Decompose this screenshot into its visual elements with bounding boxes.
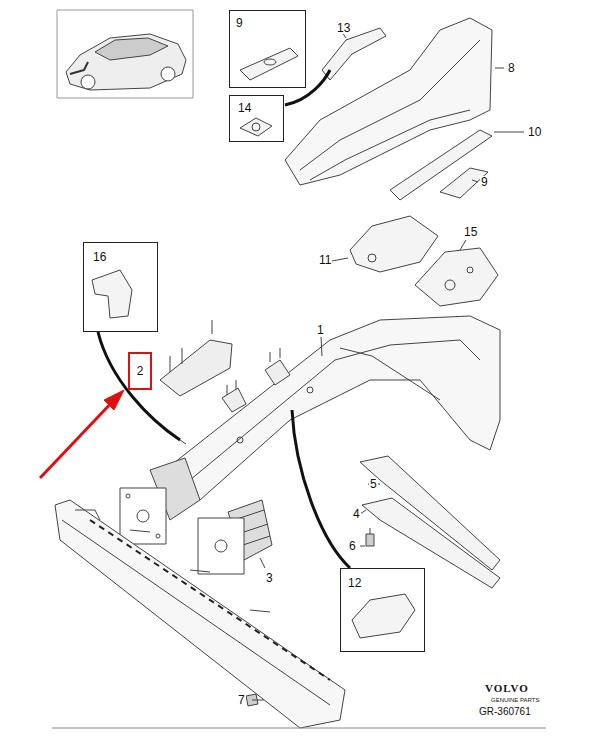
callout-number: 2 <box>137 365 144 377</box>
inset-box: 12 <box>340 568 425 652</box>
callout-number: 9 <box>236 17 305 29</box>
callout-number: 7 <box>237 694 246 706</box>
callout-number: 4 <box>352 508 361 520</box>
callout-number: 1 <box>316 324 325 336</box>
callout-number: 14 <box>238 102 283 114</box>
callout-number: 15 <box>463 226 478 238</box>
callout-number: 9 <box>480 176 489 188</box>
callout-number: 3 <box>265 572 274 584</box>
callout-number: 8 <box>507 62 516 74</box>
inset-box: 16 <box>83 242 158 332</box>
callout-number: 10 <box>527 126 542 138</box>
callout-number: 13 <box>336 22 351 34</box>
callout-number: 5 <box>369 478 378 490</box>
drawing-number: GR-360761 <box>478 707 532 717</box>
highlight-box: 2 <box>128 352 152 390</box>
callout-number: 16 <box>93 251 157 263</box>
inset-box: 9 <box>229 10 306 88</box>
callout-number: 6 <box>348 540 357 552</box>
callout-number: 12 <box>348 577 424 589</box>
callout-number: 11 <box>318 254 332 266</box>
inset-box: 14 <box>229 95 284 142</box>
brand-mark: GENUINE PARTS <box>490 697 540 703</box>
brand-mark: VOLVO <box>484 683 530 694</box>
